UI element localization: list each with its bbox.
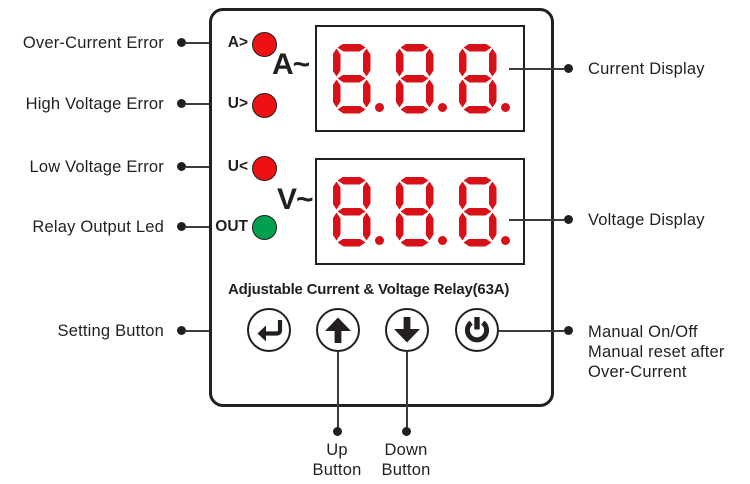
led-relay-output	[252, 215, 277, 240]
led-tag-over-current: A>	[227, 34, 248, 51]
leader-line-low-voltage-error	[186, 166, 230, 168]
current-display	[315, 25, 525, 132]
annotation-up-line-1: Up	[326, 441, 348, 459]
leader-line-current-display	[509, 68, 564, 70]
current-digit-2	[394, 42, 447, 116]
leader-dot-setting-button	[177, 326, 186, 335]
annotation-power-line-1: Manual On/Off	[588, 323, 698, 341]
annotation-over-current-error: Over-Current Error	[22, 34, 164, 52]
led-tag-low-voltage: U<	[227, 158, 248, 175]
current-digit-3	[457, 42, 510, 116]
leader-line-down-button	[406, 352, 408, 429]
annotation-setting-button: Setting Button	[57, 322, 164, 340]
leader-line-over-current-error	[186, 42, 230, 44]
unit-symbol-voltage: V~	[277, 183, 314, 216]
annotation-down-line-1: Down	[384, 441, 428, 459]
seven-segment-digit	[457, 175, 499, 249]
setting-button[interactable]	[247, 308, 291, 352]
decimal-point	[500, 235, 510, 245]
annotation-up-line-2: Button	[312, 461, 362, 479]
seven-segment-digit	[394, 42, 436, 116]
annotation-voltage-display: Voltage Display	[588, 211, 705, 229]
leader-dot-high-voltage-error	[177, 99, 186, 108]
annotation-relay-output-led: Relay Output Led	[32, 218, 164, 236]
decimal-point	[374, 102, 384, 112]
voltage-display	[315, 158, 525, 265]
annotation-power-line-2: Manual reset after	[588, 343, 725, 361]
led-high-voltage-error	[252, 93, 277, 118]
leader-dot-down-button	[402, 427, 411, 436]
led-low-voltage-error	[252, 156, 277, 181]
leader-dot-relay-output-led	[177, 222, 186, 231]
down-arrow-icon	[394, 317, 420, 343]
decimal-point	[374, 235, 384, 245]
enter-arrow-icon	[257, 320, 283, 342]
up-arrow-icon	[325, 317, 351, 343]
led-tag-relay-output: OUT	[215, 218, 248, 235]
annotation-current-display: Current Display	[588, 60, 705, 78]
seven-segment-digit	[331, 42, 373, 116]
annotation-down-button: Down Button	[356, 440, 456, 480]
leader-dot-current-display	[564, 64, 573, 73]
leader-dot-over-current-error	[177, 38, 186, 47]
down-button[interactable]	[385, 308, 429, 352]
leader-dot-voltage-display	[564, 215, 573, 224]
power-button[interactable]	[455, 308, 499, 352]
leader-dot-power-button	[564, 326, 573, 335]
leader-line-voltage-display	[509, 219, 564, 221]
voltage-digit-2	[394, 175, 447, 249]
unit-symbol-current: A~	[272, 48, 310, 81]
seven-segment-digit	[457, 42, 499, 116]
panel-title: Adjustable Current & Voltage Relay(63A)	[228, 281, 510, 298]
seven-segment-digit	[394, 175, 436, 249]
decimal-point	[500, 102, 510, 112]
decimal-point	[437, 102, 447, 112]
led-over-current-error	[252, 32, 277, 57]
decimal-point	[437, 235, 447, 245]
voltage-digit-3	[457, 175, 510, 249]
annotation-high-voltage-error: High Voltage Error	[25, 95, 164, 113]
power-icon	[464, 317, 490, 343]
annotation-power-line-3: Over-Current	[588, 363, 687, 381]
annotation-power-button: Manual On/Off Manual reset after Over-Cu…	[588, 322, 748, 382]
leader-line-relay-output-led	[186, 226, 228, 228]
leader-line-power-button	[499, 330, 564, 332]
annotation-low-voltage-error: Low Voltage Error	[29, 158, 164, 176]
leader-dot-low-voltage-error	[177, 162, 186, 171]
leader-line-high-voltage-error	[186, 103, 230, 105]
seven-segment-digit	[331, 175, 373, 249]
voltage-digit-1	[331, 175, 384, 249]
current-digit-1	[331, 42, 384, 116]
led-tag-high-voltage: U>	[227, 95, 248, 112]
up-button[interactable]	[316, 308, 360, 352]
leader-line-up-button	[337, 352, 339, 429]
annotation-up-button: Up Button	[287, 440, 387, 480]
leader-dot-up-button	[333, 427, 342, 436]
annotation-down-line-2: Button	[381, 461, 431, 479]
